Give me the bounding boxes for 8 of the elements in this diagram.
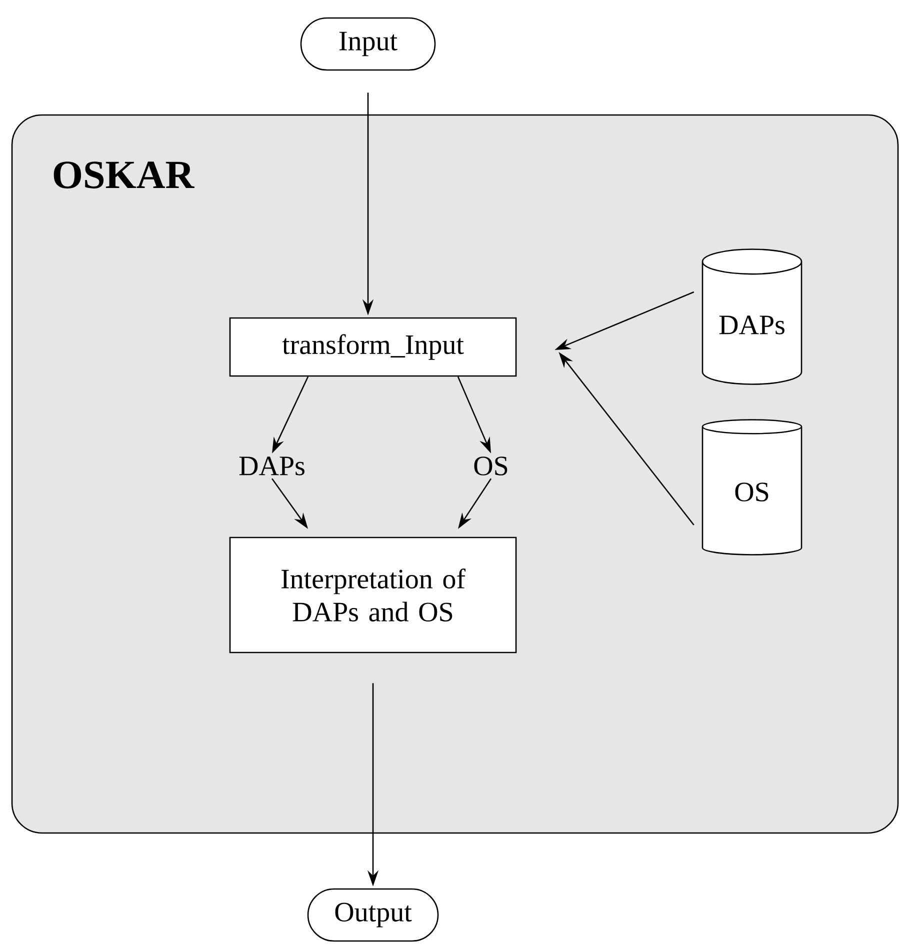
database-cylinder: DAPs — [702, 248, 802, 385]
flow-label: OS — [474, 456, 508, 476]
process-box: transform_Input — [229, 317, 517, 377]
database-cylinder: OS — [702, 419, 802, 556]
process-box: Interpretation of DAPs and OS — [229, 536, 517, 654]
terminal-box: Input — [300, 17, 436, 71]
terminal-box: Output — [307, 888, 439, 942]
flow-label: DAPs — [239, 456, 304, 476]
